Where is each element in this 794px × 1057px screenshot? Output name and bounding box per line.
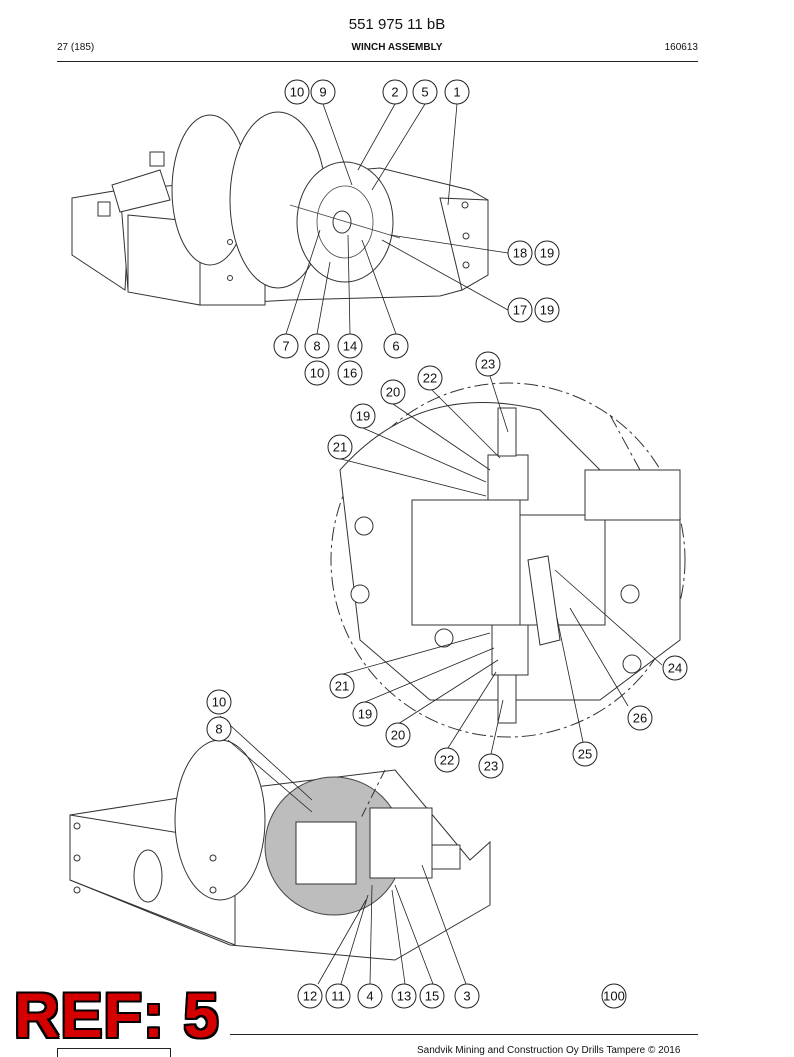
callout-label: 8 xyxy=(313,339,320,354)
callout-label: 15 xyxy=(425,989,439,1004)
callout-label: 6 xyxy=(392,339,399,354)
callout-label: 14 xyxy=(343,339,357,354)
bolt xyxy=(209,886,217,894)
valve-block xyxy=(111,169,171,213)
callout-label: 17 xyxy=(513,303,527,318)
callout-label: 4 xyxy=(366,989,373,1004)
callout-label: 19 xyxy=(356,409,370,424)
frame-cutout xyxy=(133,849,163,903)
bottom-drum-flange xyxy=(174,739,266,901)
callout-label: 18 xyxy=(513,246,527,261)
bolt xyxy=(462,261,470,269)
valve-block-detail xyxy=(584,469,681,521)
motor-center xyxy=(332,210,352,234)
callout-label: 19 xyxy=(540,303,554,318)
bottom-callouts: 10 8 12 11 4 13 15 3 100 xyxy=(206,689,627,1009)
hub-bolt-circle xyxy=(316,185,374,259)
footer-rule xyxy=(230,1034,698,1035)
callout-label: 24 xyxy=(668,661,682,676)
motor-body xyxy=(411,499,521,626)
callout-label: 23 xyxy=(484,759,498,774)
bolt xyxy=(227,239,233,245)
callout-label: 23 xyxy=(481,357,495,372)
callout-label: 10 xyxy=(310,366,324,381)
top-leader-lines xyxy=(285,103,509,335)
bottom-winch-illustration xyxy=(69,739,491,961)
callout-label: 1 xyxy=(453,85,460,100)
callout-label: 16 xyxy=(343,366,357,381)
detail-callouts: 23 22 20 19 21 24 26 21 19 20 22 23 25 xyxy=(327,351,688,779)
callout-label: 19 xyxy=(540,246,554,261)
callout-label: 10 xyxy=(290,85,304,100)
top-winch-illustration xyxy=(71,111,489,306)
hex-bolt xyxy=(622,654,642,674)
callout-label: 22 xyxy=(440,753,454,768)
bottom-motor-body xyxy=(295,821,357,885)
callout-label: 13 xyxy=(397,989,411,1004)
hex-fitting xyxy=(97,201,111,217)
bolt xyxy=(461,201,469,209)
callout-label: 19 xyxy=(358,707,372,722)
detail-boundary xyxy=(330,382,686,738)
hex-bolt xyxy=(354,516,374,536)
callout-label: 20 xyxy=(391,728,405,743)
upper-elbow xyxy=(497,407,517,457)
side-elbow xyxy=(527,555,561,646)
bolt xyxy=(73,886,81,894)
bottom-valve-block xyxy=(369,807,433,879)
callout-label: 100 xyxy=(603,989,625,1004)
elbow-fitting xyxy=(149,151,165,167)
frame-end-plate xyxy=(439,197,489,291)
callout-label: 7 xyxy=(282,339,289,354)
callout-label: 12 xyxy=(303,989,317,1004)
hex-bolt xyxy=(350,584,370,604)
callout-label: 21 xyxy=(333,440,347,455)
bottom-fitting xyxy=(431,844,461,870)
callout-label: 10 xyxy=(212,695,226,710)
hex-bolt xyxy=(620,584,640,604)
detail-leader-lines xyxy=(340,375,663,755)
bolt xyxy=(462,232,470,240)
footer-copyright: Sandvik Mining and Construction Oy Drill… xyxy=(417,1045,681,1056)
top-callouts: 10 9 2 5 1 18 19 17 19 7 8 14 6 10 16 xyxy=(273,79,560,386)
document-number: 551 975 11 bB xyxy=(348,16,446,33)
bottom-leader-lines xyxy=(219,715,467,985)
hex-bolt xyxy=(434,628,454,648)
hose-line xyxy=(289,204,401,239)
callout-label: 20 xyxy=(386,385,400,400)
callout-label: 8 xyxy=(215,722,222,737)
callout-label: 5 xyxy=(421,85,428,100)
callout-label: 11 xyxy=(331,989,345,1004)
bolt xyxy=(227,275,233,281)
document-date: 160613 xyxy=(664,42,698,53)
lower-elbow xyxy=(497,674,517,724)
ref-stamp: REF: 5 xyxy=(14,981,220,1051)
callout-label: 3 xyxy=(463,989,470,1004)
lower-fitting-stack xyxy=(491,624,529,676)
callout-label: 26 xyxy=(633,711,647,726)
callout-label: 25 xyxy=(578,747,592,762)
upper-fitting-stack xyxy=(487,454,529,501)
callout-label: 2 xyxy=(391,85,398,100)
section-title: WINCH ASSEMBLY xyxy=(351,42,443,53)
callout-label: 21 xyxy=(335,679,349,694)
bolt xyxy=(73,822,81,830)
bolt xyxy=(209,854,217,862)
page-count: 27 (185) xyxy=(57,42,95,53)
header-rule xyxy=(57,61,698,62)
detail-view-illustration xyxy=(330,382,686,738)
bolt xyxy=(73,854,81,862)
callout-label: 22 xyxy=(423,371,437,386)
callout-label: 9 xyxy=(319,85,326,100)
